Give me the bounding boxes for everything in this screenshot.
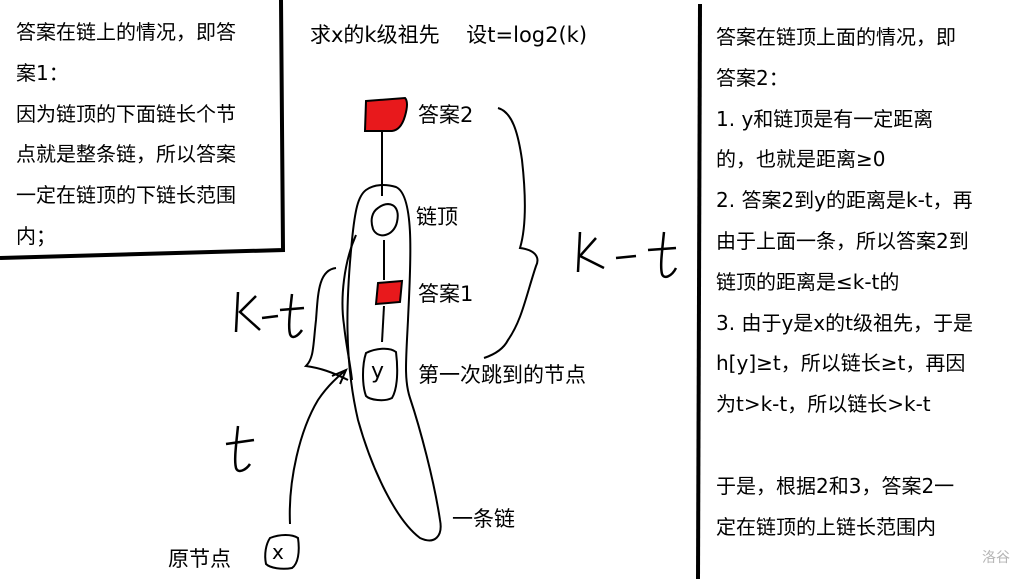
diagram-title: 求x的k级祖先 设t=log2(k) [310, 23, 588, 47]
left-box-line: 案1： [16, 60, 69, 85]
first-jump-label: 第一次跳到的节点 [418, 363, 586, 387]
right-box-line: 3. 由于y是x的t级祖先，于是 [716, 310, 973, 335]
origin-label: 原节点 [168, 547, 231, 571]
t-handwriting [225, 425, 255, 473]
chain-outline [346, 184, 442, 542]
right-box-line: h[y]≥t，所以链长≥t，再因 [716, 351, 966, 376]
right-explanation-box: 答案在链顶上面的情况，即 答案2： 1. y和链顶是有一定距离 的，也就是距离≥… [716, 17, 1026, 547]
one-chain-label: 一条链 [452, 507, 515, 531]
right-box-line: 由于上面一条，所以答案2到 [716, 228, 969, 253]
left-kt-handwriting [234, 291, 305, 339]
chain-top-label: 链顶 [416, 205, 458, 229]
left-box-line: 一定在链顶的下链长范围 [16, 183, 236, 208]
right-box-line: 答案在链顶上面的情况，即 [716, 25, 956, 49]
answer2-node [363, 96, 408, 132]
y-node-box [362, 347, 399, 402]
left-box-border [0, 0, 286, 260]
answer2-label: 答案2 [418, 103, 474, 127]
right-kt-brace [483, 107, 539, 359]
left-box-line: 因为链顶的下面链长个节 [16, 101, 236, 126]
left-box-line: 答案在链上的情况，即答 [16, 20, 236, 44]
right-box-line: 为t>k-t，所以链长>k-t [716, 392, 931, 417]
watermark: 洛谷 [982, 550, 1010, 566]
chain-top-node [370, 203, 399, 237]
right-box-line: 定在链顶的上链长范围内 [716, 514, 936, 539]
answer1-node [374, 279, 404, 306]
left-explanation-box: 答案在链上的情况，即答 案1： 因为链顶的下面链长个节 点就是整条链，所以答案 … [16, 12, 286, 257]
left-kt-curve [341, 234, 357, 381]
right-box-line: 的，也就是距离≥0 [716, 147, 886, 172]
right-box-line: 链顶的距离是≤k-t的 [716, 269, 900, 294]
right-box-line: 答案2： [716, 65, 789, 90]
left-box-line: 点就是整条链，所以答案 [16, 142, 236, 167]
left-box-line: 内； [16, 223, 56, 248]
right-box-line: 1. y和链顶是有一定距离 [716, 106, 934, 131]
left-kt-brace [303, 267, 349, 381]
y-node-label: y [371, 359, 385, 384]
x-node-label: x [272, 540, 284, 564]
x-to-y-arrowhead [331, 368, 348, 385]
right-box-line: 于是，根据2和3，答案2一 [716, 473, 955, 498]
right-separator-line [696, 3, 702, 579]
answer1-to-y-line [381, 305, 385, 343]
right-box-line: 2. 答案2到y的距离是k-t，再 [716, 188, 973, 213]
x-to-y-arrow [288, 369, 347, 525]
right-kt-handwriting [576, 231, 678, 279]
right-box-line [716, 425, 1026, 466]
answer1-label: 答案1 [418, 282, 474, 306]
x-node-box [264, 534, 300, 570]
